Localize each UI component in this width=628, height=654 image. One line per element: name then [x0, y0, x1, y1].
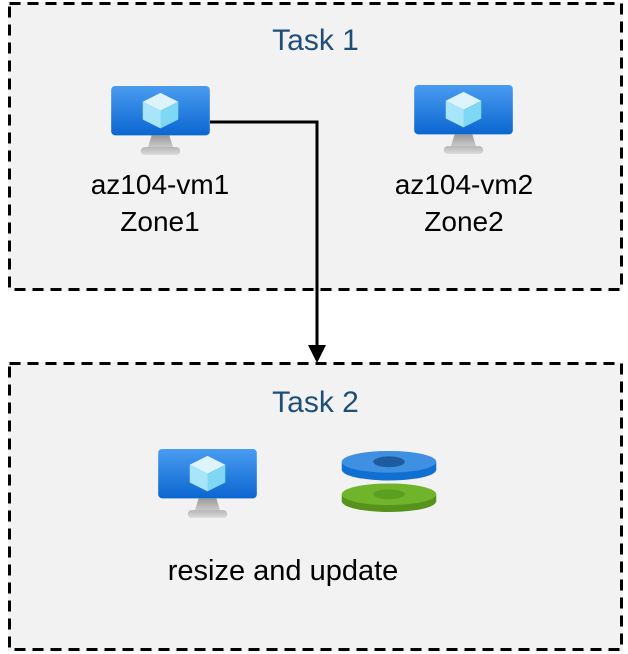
virtual-machine-icon	[158, 449, 257, 519]
virtual-machine-icon	[414, 85, 513, 155]
task2-caption: resize and update	[167, 555, 399, 587]
task1-title: Task 1	[272, 24, 359, 57]
vm-name-label: az104-vm2	[394, 169, 534, 200]
vm-name-label: az104-vm1	[90, 169, 230, 200]
task2-title: Task 2	[272, 386, 359, 419]
task1-box: Task 1 az104-vm1 Zone1	[8, 2, 623, 291]
dashed-border	[8, 2, 623, 291]
vm-labels: az104-vm1 Zone1	[60, 166, 260, 240]
vm-labels: az104-vm2 Zone2	[364, 166, 564, 240]
managed-disks-icon	[341, 450, 437, 512]
virtual-machine-icon	[111, 86, 210, 156]
dashed-border	[8, 362, 623, 651]
vm-zone-label: Zone2	[424, 206, 504, 237]
task2-box: Task 2 resize and update	[8, 362, 623, 651]
vm-zone-label: Zone1	[120, 206, 200, 237]
